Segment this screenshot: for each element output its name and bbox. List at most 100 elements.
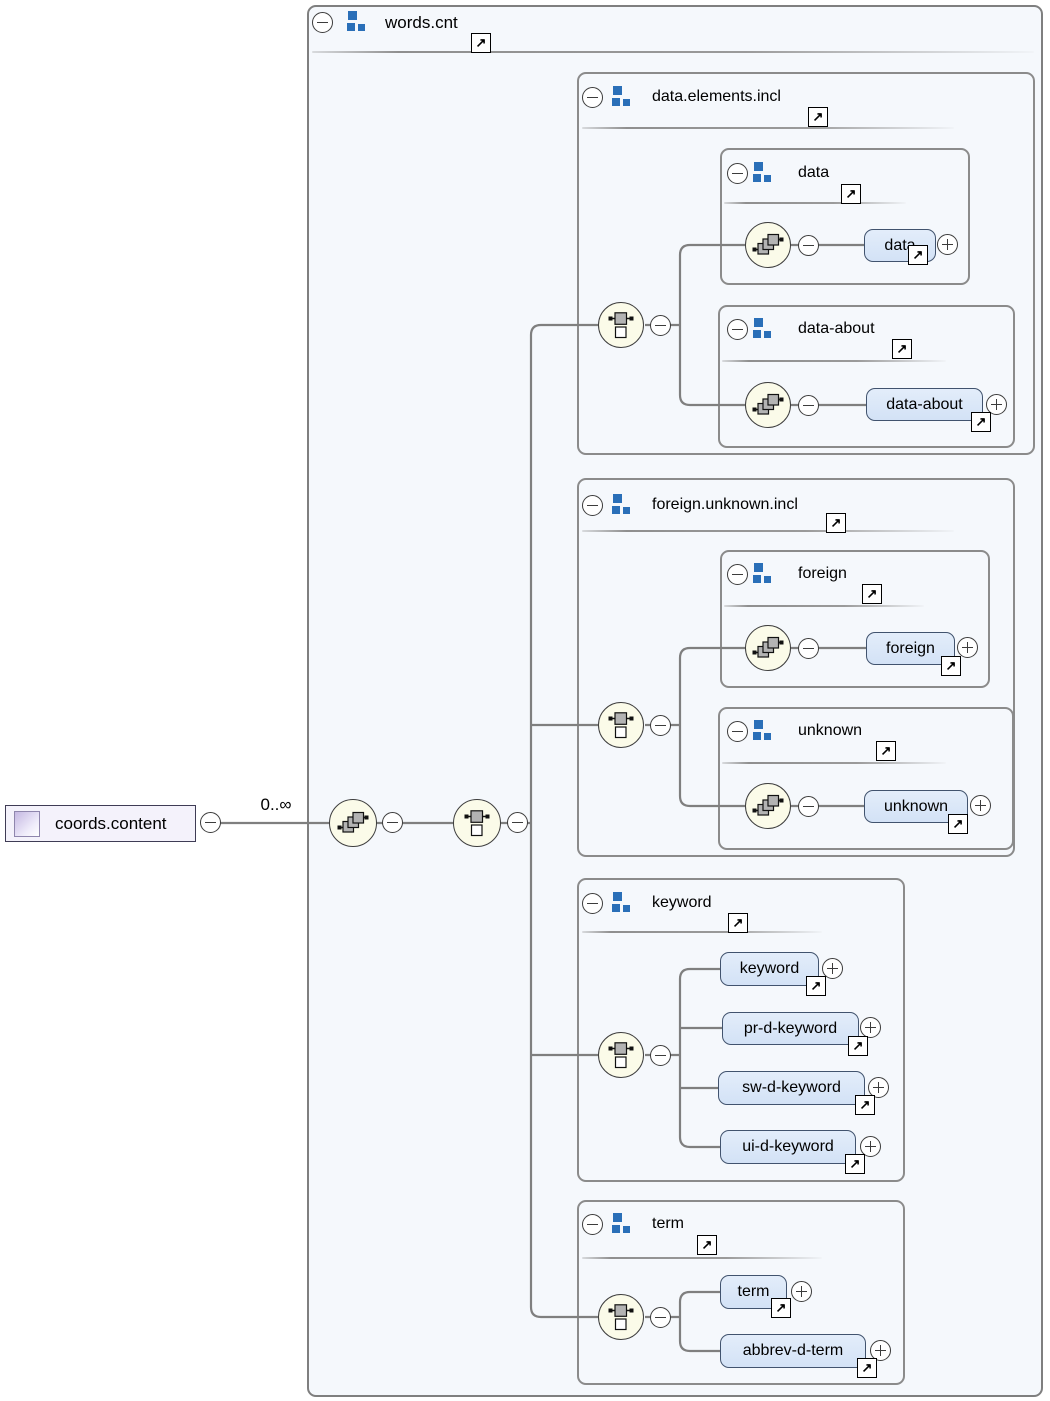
header-separator — [722, 762, 946, 764]
goto-reference-icon[interactable]: ↗ — [892, 339, 912, 359]
element-ref-ui-d-keyword[interactable]: ui-d-keyword — [720, 1130, 856, 1164]
goto-reference-icon[interactable]: ↗ — [697, 1235, 717, 1255]
group-title-words-cnt: words.cnt — [385, 13, 458, 32]
sequence-node-unknown[interactable] — [745, 783, 791, 829]
group-box-data-elements-incl — [577, 72, 1035, 455]
group-title-foreign-unknown-incl: foreign.unknown.incl — [652, 496, 798, 513]
collapse-button-root-choice[interactable] — [507, 812, 528, 833]
goto-reference-icon[interactable]: ↗ — [862, 584, 882, 604]
goto-reference-icon[interactable]: ↗ — [771, 1298, 791, 1318]
sequence-icon — [752, 393, 784, 415]
header-separator — [312, 51, 1034, 53]
choice-icon — [608, 311, 634, 338]
collapse-button-keyword-group[interactable] — [582, 893, 603, 914]
model-group-icon — [347, 11, 367, 33]
element-type-icon — [14, 810, 40, 837]
goto-reference-icon[interactable]: ↗ — [855, 1095, 875, 1115]
group-box-unknown — [718, 707, 1014, 850]
model-group-icon — [612, 1213, 632, 1235]
sequence-node-foreign[interactable] — [745, 625, 791, 671]
expand-button[interactable] — [957, 637, 978, 658]
collapse-button-data[interactable] — [727, 163, 748, 184]
element-ref-keyword[interactable]: keyword — [720, 952, 819, 986]
group-title-term: term — [652, 1215, 684, 1232]
expand-button[interactable] — [791, 1281, 812, 1302]
group-title-foreign: foreign — [798, 565, 847, 582]
header-separator — [582, 1257, 822, 1259]
collapse-button-term-group[interactable] — [582, 1214, 603, 1235]
model-group-icon — [753, 162, 773, 184]
collapse-button[interactable] — [650, 315, 671, 336]
header-separator — [722, 360, 946, 362]
sequence-icon — [752, 233, 784, 255]
element-ref-foreign[interactable]: foreign — [866, 632, 955, 665]
goto-reference-icon[interactable]: ↗ — [848, 1036, 868, 1056]
goto-reference-icon[interactable]: ↗ — [471, 33, 491, 53]
group-box-data-about — [718, 305, 1015, 448]
model-group-icon — [753, 563, 773, 585]
element-coords-content[interactable]: coords.content — [5, 805, 196, 842]
collapse-button-unknown[interactable] — [727, 721, 748, 742]
choice-node-root[interactable] — [453, 799, 501, 847]
element-ref-abbrev-d-term[interactable]: abbrev-d-term — [720, 1334, 866, 1368]
goto-reference-icon[interactable]: ↗ — [806, 976, 826, 996]
choice-icon — [608, 711, 634, 738]
collapse-button[interactable] — [798, 395, 819, 416]
expand-button[interactable] — [868, 1077, 889, 1098]
choice-node-keyword[interactable] — [598, 1032, 644, 1078]
model-group-icon — [612, 892, 632, 914]
choice-node-data-elements[interactable] — [598, 302, 644, 348]
goto-reference-icon[interactable]: ↗ — [808, 107, 828, 127]
expand-button[interactable] — [970, 795, 991, 816]
goto-reference-icon[interactable]: ↗ — [908, 245, 928, 265]
collapse-button-foreign[interactable] — [727, 564, 748, 585]
model-group-icon — [753, 318, 773, 340]
header-separator — [582, 931, 822, 933]
collapse-button[interactable] — [798, 638, 819, 659]
collapse-button-words-cnt[interactable] — [312, 12, 333, 33]
element-ref-pr-d-keyword[interactable]: pr-d-keyword — [722, 1012, 859, 1045]
model-group-icon — [612, 86, 632, 108]
group-title-data-about: data-about — [798, 320, 875, 337]
collapse-button[interactable] — [650, 1307, 671, 1328]
goto-reference-icon[interactable]: ↗ — [941, 656, 961, 676]
sequence-node-data-about[interactable] — [745, 382, 791, 428]
header-separator — [724, 202, 906, 204]
expand-button[interactable] — [822, 958, 843, 979]
sequence-node-data[interactable] — [745, 222, 791, 268]
goto-reference-icon[interactable]: ↗ — [876, 741, 896, 761]
goto-reference-icon[interactable]: ↗ — [857, 1358, 877, 1378]
group-box-term — [577, 1200, 905, 1385]
model-group-icon — [612, 494, 632, 516]
element-ref-data-about[interactable]: data-about — [866, 388, 983, 421]
goto-reference-icon[interactable]: ↗ — [845, 1154, 865, 1174]
goto-reference-icon[interactable]: ↗ — [841, 184, 861, 204]
sequence-node-root[interactable] — [329, 799, 377, 847]
cardinality-label: 0..∞ — [260, 795, 292, 814]
expand-button[interactable] — [937, 234, 958, 255]
goto-reference-icon[interactable]: ↗ — [971, 412, 991, 432]
collapse-button-data-elements-incl[interactable] — [582, 87, 603, 108]
expand-button[interactable] — [986, 394, 1007, 415]
collapse-button[interactable] — [650, 1045, 671, 1066]
collapse-button[interactable] — [798, 235, 819, 256]
sequence-icon — [752, 636, 784, 658]
group-box-foreign — [720, 550, 990, 688]
sequence-icon — [752, 794, 784, 816]
collapse-button-coords-content[interactable] — [200, 812, 221, 833]
collapse-button-data-about[interactable] — [727, 319, 748, 340]
element-ref-sw-d-keyword[interactable]: sw-d-keyword — [718, 1071, 865, 1105]
expand-button[interactable] — [870, 1340, 891, 1361]
expand-button[interactable] — [860, 1017, 881, 1038]
collapse-button[interactable] — [798, 796, 819, 817]
expand-button[interactable] — [860, 1136, 881, 1157]
goto-reference-icon[interactable]: ↗ — [948, 814, 968, 834]
choice-node-foreign-unknown[interactable] — [598, 702, 644, 748]
choice-node-term[interactable] — [598, 1294, 644, 1340]
goto-reference-icon[interactable]: ↗ — [728, 913, 748, 933]
collapse-button[interactable] — [650, 715, 671, 736]
collapse-button-root-sequence[interactable] — [382, 812, 403, 833]
goto-reference-icon[interactable]: ↗ — [826, 513, 846, 533]
collapse-button-foreign-unknown-incl[interactable] — [582, 495, 603, 516]
